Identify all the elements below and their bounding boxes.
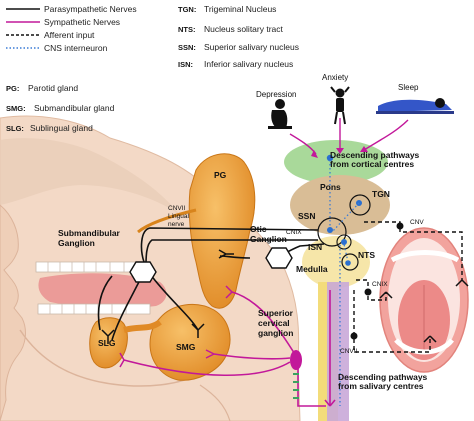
salivary-centres-label-line: from salivary centres [338, 381, 424, 391]
otic-ganglion-label-line: Ganglion [250, 234, 287, 244]
input-arrowheads [311, 146, 368, 158]
abbr-isn-text: Inferior salivary nucleus [204, 59, 293, 69]
medulla [302, 236, 370, 288]
sleep-figure-icon [376, 98, 454, 114]
cnvii-lingual-label-line: CNVII [168, 205, 186, 212]
afferent-nodes [350, 222, 404, 340]
cortical-label-line: from cortical centres [330, 159, 414, 169]
legend-swatches [6, 8, 40, 49]
abbr-pg: PG: [6, 84, 19, 93]
cnvii-lingual-label-line: nerve [168, 221, 185, 228]
abbr-nts: NTS: [178, 25, 196, 34]
afferent-receptors [379, 279, 469, 343]
legend: Parasympathetic Nerves Sympathetic Nerve… [6, 4, 299, 133]
sleep-label: Sleep [398, 83, 419, 92]
superior-cervical-ganglion-shape [290, 350, 302, 370]
salivary-centres-label-line: Descending pathways [338, 372, 428, 382]
brainstem [284, 140, 390, 421]
otic-ganglion-label-line: Otic [250, 224, 267, 234]
ssn-circle [317, 217, 347, 247]
depression-label: Depression [256, 90, 296, 99]
cnix-otic-label: CNIX [286, 229, 302, 236]
tgn-circle [349, 194, 371, 216]
isn-label: ISN [308, 242, 322, 252]
abbr-smg: SMG: [6, 104, 26, 113]
nts-dot [345, 260, 351, 266]
abbr-pg-text: Parotid gland [28, 83, 78, 93]
synapse-markers [101, 249, 234, 344]
cnvii-lingual-label-line: Lingual [168, 213, 190, 220]
glands [89, 153, 256, 381]
superior-cervical-ganglion-label-line: Superior [258, 308, 294, 318]
abbr-ssn: SSN: [178, 43, 196, 52]
legend-afferent: Afferent input [44, 30, 95, 40]
cortical-label-line: Descending pathways [330, 150, 420, 160]
pons-label: Pons [320, 182, 341, 192]
cnvii-tongue-label: CNVII [340, 348, 358, 355]
nts-label: NTS [358, 250, 375, 260]
ssn-dot [327, 227, 333, 233]
slg-label: SLG [98, 338, 116, 348]
pg-label: PG [214, 170, 227, 180]
abbr-ssn-text: Superior salivary nucleus [204, 42, 299, 52]
anxiety-label: Anxiety [322, 73, 348, 82]
abbr-tgn: TGN: [178, 5, 196, 14]
nts-circle [341, 253, 359, 271]
legend-parasympathetic: Parasympathetic Nerves [44, 4, 137, 14]
abbr-smg-text: Submandibular gland [34, 103, 115, 113]
medulla-label: Medulla [296, 264, 328, 274]
abbr-tgn-text: Trigeminal Nucleus [204, 4, 276, 14]
superior-cervical-ganglion-label-line: cervical [258, 318, 290, 328]
submandibular-ganglion-shape [129, 261, 157, 283]
anxiety-figure-icon [330, 86, 350, 125]
pons [290, 175, 390, 235]
isn-circle [336, 234, 352, 250]
abbr-slg-text: Sublingual gland [30, 123, 93, 133]
ssn-label: SSN [298, 211, 315, 221]
legend-interneuron: CNS interneuron [44, 43, 108, 53]
parotid-gland [188, 153, 256, 309]
smg-label: SMG [176, 342, 196, 352]
cnix-tongue-label: CNIX [372, 281, 388, 288]
cnv-label: CNV [410, 219, 424, 226]
legend-sympathetic: Sympathetic Nerves [44, 17, 120, 27]
submandibular-ganglion-label-line: Submandibular [58, 228, 121, 238]
otic-ganglion-shape [265, 247, 293, 269]
abbr-slg: SLG: [6, 124, 24, 133]
afferent-nerves [353, 221, 463, 353]
tgn-label: TGN [372, 189, 390, 199]
open-mouth [379, 227, 469, 373]
spinal-cord-purple [327, 282, 349, 421]
spinal-arrow-head [324, 399, 336, 407]
sympathetic-nerves [123, 291, 326, 407]
parotid-duct [137, 208, 197, 234]
abbr-isn: ISN: [178, 60, 193, 69]
cns-interneurons [329, 160, 360, 406]
cortex-dot [326, 154, 334, 162]
superior-cervical-ganglion-label-line: ganglion [258, 328, 293, 338]
cervical-chain-marks [293, 373, 299, 399]
isn-dot [341, 239, 347, 245]
sympathetic-synapse-markers [119, 285, 233, 368]
depression-figure-icon [268, 99, 292, 129]
submandibular-ganglion-label-line: Ganglion [58, 238, 95, 248]
abbr-nts-text: Nucleus solitary tract [204, 24, 284, 34]
